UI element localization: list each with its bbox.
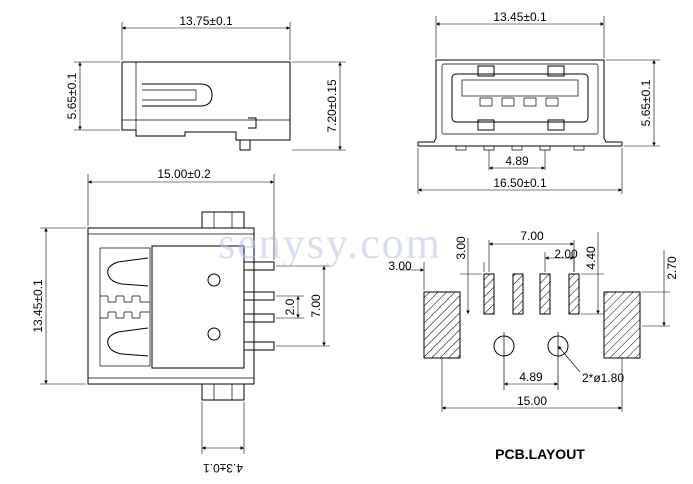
pcb-tab-width-dim: 3.00 bbox=[388, 259, 412, 273]
pcb-overall-width-dim: 15.00 bbox=[517, 394, 547, 408]
pcb-pad-pitch-dim: 2.00 bbox=[554, 247, 578, 261]
front-view: 13.45±0.1 5.65±0.1 4.89 16.50±0.1 bbox=[417, 10, 660, 194]
pcb-hole-pitch-dim: 4.89 bbox=[519, 370, 543, 384]
top-pin-span-dim: 7.00 bbox=[309, 294, 323, 318]
watermark: senysy.com bbox=[218, 219, 442, 268]
top-height-dim: 13.45±0.1 bbox=[31, 279, 45, 333]
pcb-tab-pad-right bbox=[603, 291, 641, 359]
pcb-signal-pad bbox=[568, 273, 580, 315]
front-pitch-dim: 4.89 bbox=[505, 154, 529, 168]
pcb-layout-title: PCB.LAYOUT bbox=[495, 446, 585, 462]
pcb-signal-pad bbox=[512, 273, 524, 315]
pcb-layout: 7.00 2.00 4.40 2.70 3.00 3.00 4.89 2*ø1.… bbox=[388, 229, 679, 462]
pcb-signal-pad bbox=[539, 273, 551, 315]
top-view: 15.00±0.2 13.45±0.1 2.0 7.00 4.3±0.1 bbox=[31, 167, 330, 475]
front-height-dim: 5.65±0.1 bbox=[639, 79, 653, 126]
pcb-hole-dia-dim: 2*ø1.80 bbox=[582, 371, 624, 385]
pcb-pad-length-dim: 4.40 bbox=[584, 246, 598, 270]
side-view: 13.75±0.1 5.65±0.1 7.20±0.15 bbox=[65, 14, 346, 151]
pcb-signal-pad bbox=[483, 273, 495, 315]
top-tab-dim: 4.3±0.1 bbox=[203, 461, 243, 475]
front-bottom-dim: 16.50±0.1 bbox=[493, 176, 547, 190]
top-pin-pitch-dim: 2.0 bbox=[283, 298, 297, 315]
pcb-tab-height-dim: 2.70 bbox=[665, 256, 679, 280]
side-width-dim: 13.75±0.1 bbox=[179, 14, 233, 28]
pcb-pad-offset-dim: 3.00 bbox=[454, 236, 468, 260]
pcb-tab-pad-left bbox=[423, 291, 461, 359]
front-top-dim: 13.45±0.1 bbox=[493, 10, 547, 24]
side-height-left-dim: 5.65±0.1 bbox=[65, 72, 79, 119]
pcb-pad-span-dim: 7.00 bbox=[520, 229, 544, 243]
side-height-right-dim: 7.20±0.15 bbox=[325, 79, 339, 133]
top-width-dim: 15.00±0.2 bbox=[157, 167, 211, 181]
